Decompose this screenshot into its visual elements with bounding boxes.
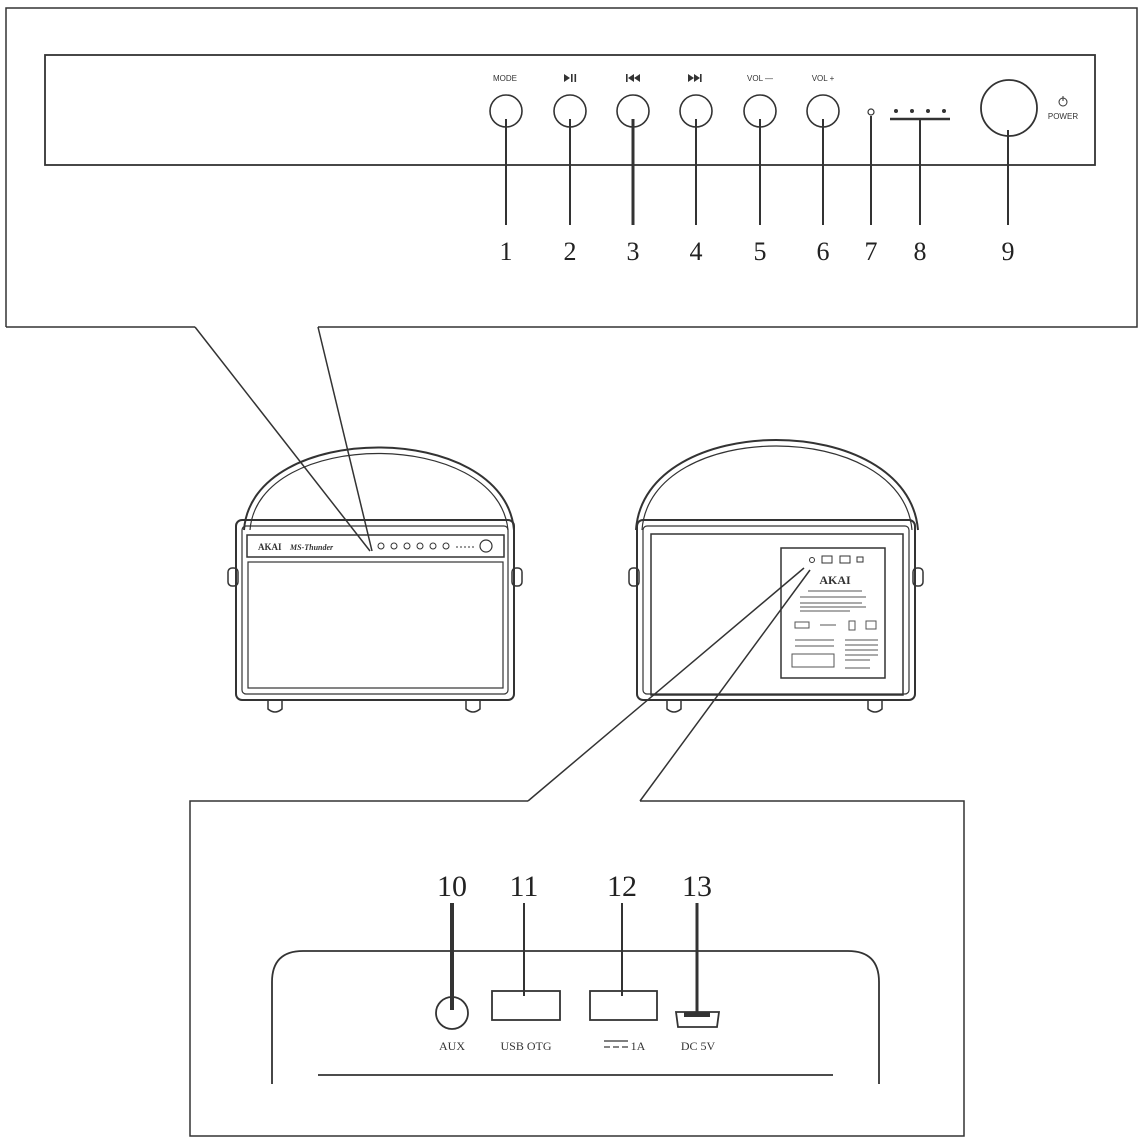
dc-symbol-icon xyxy=(604,1040,628,1048)
vol-down-label: VOL — xyxy=(747,74,773,83)
usb-otg-label: USB OTG xyxy=(500,1039,551,1053)
front-leader-lines xyxy=(505,116,1009,225)
front-brand-label: AKAI xyxy=(258,542,282,552)
front-cabinet xyxy=(235,519,515,701)
front-control-strip xyxy=(246,534,505,558)
callout-pointer-left xyxy=(194,326,371,552)
battery-level-leds xyxy=(890,109,950,121)
back-foot-left xyxy=(666,700,682,713)
speaker-front-view: AKAI MS-Thunder xyxy=(227,446,523,713)
callout-number-5: 5 xyxy=(754,237,767,266)
aux-label: AUX xyxy=(439,1039,465,1053)
front-foot-right xyxy=(465,700,481,713)
back-handle-mount-right xyxy=(912,567,924,587)
back-foot-right xyxy=(867,700,883,713)
front-cabinet-inner xyxy=(241,525,509,695)
rear-callout-pointer-left xyxy=(527,567,805,802)
callout-pointer-right xyxy=(317,326,373,552)
callout-number-1: 1 xyxy=(500,237,513,266)
speaker-back-view: AKAI xyxy=(628,439,924,713)
usb-otg-port[interactable] xyxy=(491,990,561,1021)
front-handle-mount-right xyxy=(511,567,523,587)
vol-up-label: VOL + xyxy=(812,74,835,83)
power-icon xyxy=(1058,96,1068,107)
callout-number-12: 12 xyxy=(607,870,637,903)
rating-label-fine-print xyxy=(791,590,878,669)
front-panel-callout: MODE VOL — VOL + xyxy=(5,7,1138,552)
play-pause-icon xyxy=(564,74,577,82)
callout-number-10: 10 xyxy=(437,870,467,903)
callout-number-13: 13 xyxy=(682,870,712,903)
power-knob[interactable] xyxy=(980,79,1038,137)
callout-number-8: 8 xyxy=(914,237,927,266)
front-grille xyxy=(247,561,504,689)
rating-label-plate xyxy=(780,547,886,679)
rear-callout-pointer-right xyxy=(639,569,811,802)
rear-ports-callout: 10 11 12 13 AUX USB OTG 1A DC 5V xyxy=(189,567,965,1137)
usb-charge-port[interactable] xyxy=(589,990,658,1021)
callout-number-4: 4 xyxy=(690,237,703,266)
dc-5v-label: DC 5V xyxy=(681,1039,716,1053)
callout-frame-top xyxy=(5,7,1138,328)
front-model-label: MS-Thunder xyxy=(289,543,334,552)
back-brand-label: AKAI xyxy=(819,573,851,587)
front-mini-buttons xyxy=(377,539,493,553)
back-handle-mount-left xyxy=(628,567,640,587)
front-handle-mount-left xyxy=(227,567,239,587)
power-label: POWER xyxy=(1048,112,1078,121)
callout-number-11: 11 xyxy=(510,870,539,903)
next-track-icon xyxy=(688,74,702,82)
callout-number-2: 2 xyxy=(564,237,577,266)
rear-callout-frame xyxy=(189,800,965,1137)
usb-charge-label: 1A xyxy=(631,1039,646,1053)
previous-track-icon xyxy=(626,74,640,82)
back-cabinet xyxy=(636,519,916,701)
front-handle-inner xyxy=(249,452,509,531)
status-led xyxy=(867,108,875,116)
mode-label: MODE xyxy=(493,74,517,83)
back-handle-outer xyxy=(635,439,919,531)
back-panel-recess xyxy=(650,533,904,696)
back-handle-inner xyxy=(641,445,913,531)
front-handle-outer xyxy=(243,446,515,531)
callout-number-3: 3 xyxy=(627,237,640,266)
back-cabinet-inner xyxy=(642,525,910,695)
callout-number-9: 9 xyxy=(1002,237,1015,266)
callout-number-7: 7 xyxy=(865,237,878,266)
callout-number-6: 6 xyxy=(817,237,830,266)
front-foot-left xyxy=(267,700,283,713)
rear-leader-lines xyxy=(450,903,699,1017)
rear-panel-outline xyxy=(271,950,880,1084)
back-mini-ports xyxy=(809,555,864,564)
